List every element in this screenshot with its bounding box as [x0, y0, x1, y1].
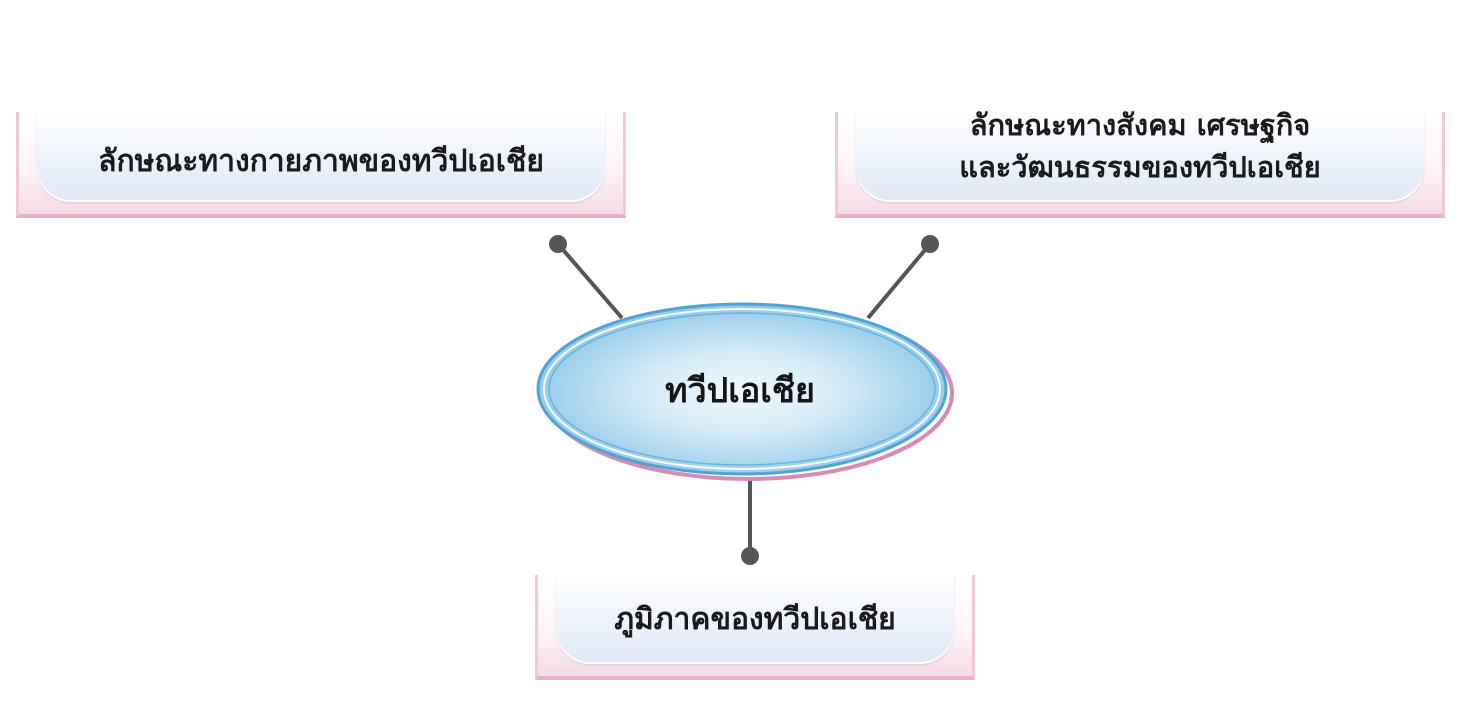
node-regions-label: ภูมิภาคของทวีปเอเชีย: [614, 601, 896, 637]
node-social-economic-cultural: ลักษณะทางสังคม เศรษฐกิจ และวัฒนธรรมของทว…: [835, 108, 1445, 218]
node-physical-characteristics: ลักษณะทางกายภาพของทวีปเอเชีย: [16, 112, 626, 218]
connector-line-physical: [556, 242, 624, 320]
connector-dot-social: [921, 235, 939, 253]
node-physical-panel: ลักษณะทางกายภาพของทวีปเอเชีย: [37, 112, 605, 202]
center-label: ทวีปเอเชีย: [665, 371, 815, 411]
node-regions: ภูมิภาคของทวีปเอเชีย: [535, 575, 975, 680]
node-social-label-line-1: ลักษณะทางสังคม เศรษฐกิจ: [969, 107, 1311, 142]
center-ellipse: [536, 302, 954, 481]
node-physical-label: ลักษณะทางกายภาพของทวีปเอเชีย: [98, 144, 544, 180]
node-regions-panel: ภูมิภาคของทวีปเอเชีย: [556, 575, 954, 664]
connector-dot-physical: [549, 235, 567, 253]
connector-line-social: [866, 242, 932, 320]
node-social-label-line-2: และวัฒนธรรมของทวีปเอเชีย: [959, 149, 1321, 184]
node-social-panel: ลักษณะทางสังคม เศรษฐกิจ และวัฒนธรรมของทว…: [856, 108, 1424, 202]
connector-dot-regions: [741, 547, 759, 565]
